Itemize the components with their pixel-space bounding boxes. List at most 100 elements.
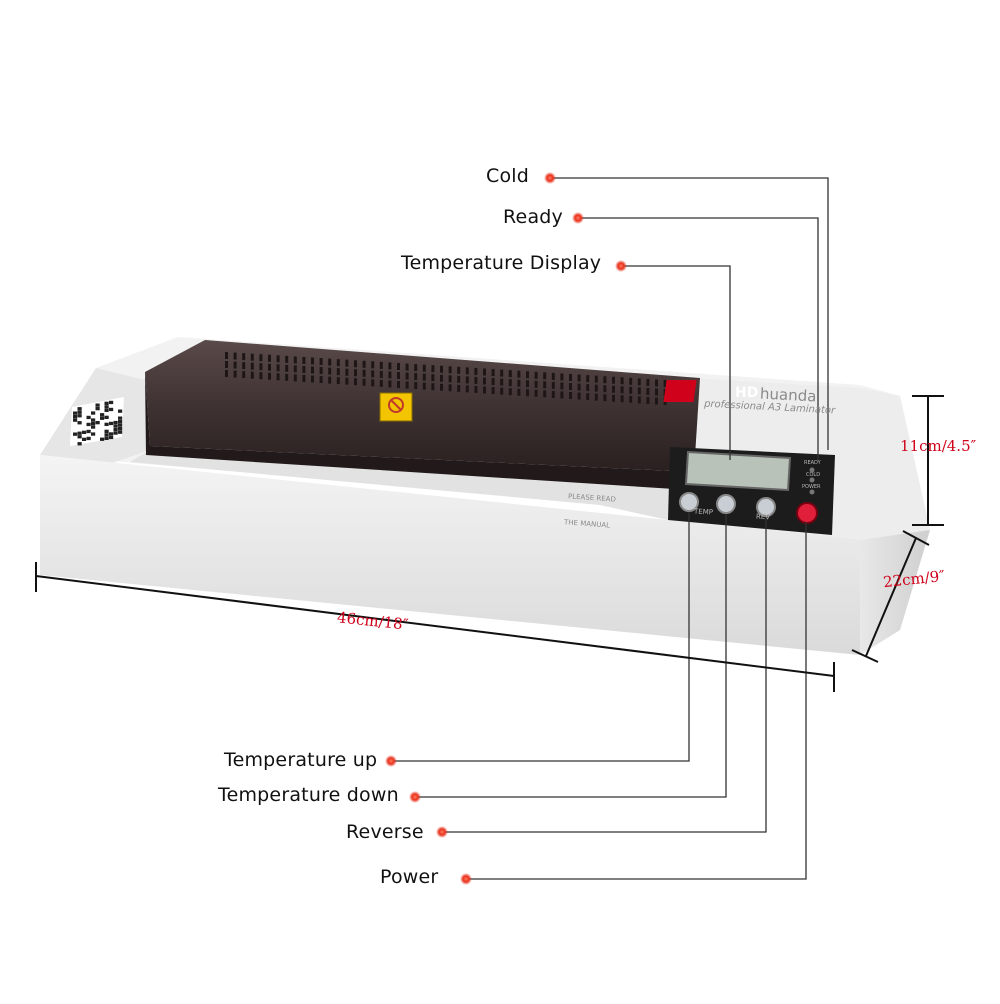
vent-hole — [328, 358, 332, 366]
vent-hole — [362, 360, 366, 368]
qr-module — [91, 425, 96, 429]
qr-module — [86, 429, 91, 434]
vent-hole — [457, 375, 461, 383]
qr-module — [95, 403, 100, 407]
vent-hole — [268, 372, 271, 380]
power-button[interactable] — [796, 502, 818, 524]
vent-hole — [422, 373, 426, 381]
vent-hole — [569, 392, 572, 399]
vent-hole — [242, 362, 246, 370]
warning-sticker — [379, 392, 413, 422]
vent-hole — [534, 380, 538, 388]
vent-hole — [543, 390, 547, 398]
vent-hole — [465, 385, 469, 393]
qr-module — [113, 431, 118, 435]
vent-hole — [440, 374, 443, 382]
temp-up-button[interactable] — [679, 492, 699, 512]
vent-hole — [646, 387, 650, 395]
vent-hole — [483, 377, 486, 385]
vent-hole — [268, 354, 271, 362]
qr-module — [82, 437, 87, 441]
vent-hole — [285, 364, 289, 372]
display-leader — [623, 265, 731, 460]
vent-hole — [612, 376, 615, 384]
vent-hole — [560, 382, 564, 390]
vent-hole — [474, 367, 478, 375]
qr-module — [100, 413, 105, 417]
qr-module — [77, 421, 82, 425]
vent-hole — [268, 363, 271, 371]
vent-hole — [302, 374, 306, 382]
vent-hole — [440, 383, 443, 391]
vent-hole — [328, 367, 332, 375]
vent-hole — [508, 388, 512, 396]
callout-reverse: Reverse — [346, 821, 424, 843]
vent-hole — [655, 388, 658, 396]
dimension-lines — [35, 395, 944, 692]
vent-hole — [526, 389, 529, 397]
vent-hole — [560, 391, 564, 399]
leader-lines — [390, 177, 829, 880]
temp-down-button[interactable] — [716, 494, 736, 514]
vent-hole — [405, 372, 409, 380]
vent-hole — [543, 372, 547, 380]
qr-module — [91, 411, 96, 415]
vent-hole — [379, 370, 383, 378]
vent-hole — [431, 365, 435, 373]
vent-hole — [508, 379, 512, 387]
reverse-leader — [442, 517, 767, 833]
ready-led — [809, 467, 815, 473]
vent-hole — [259, 372, 263, 380]
vent-hole — [293, 374, 297, 382]
qr-module — [118, 423, 123, 427]
vent-hole — [371, 379, 375, 387]
vent-hole — [465, 367, 469, 375]
qr-module — [113, 427, 118, 432]
vent-hole — [526, 380, 529, 388]
vent-hole — [612, 394, 615, 402]
vent-hole — [336, 377, 340, 385]
vent-hole — [646, 378, 650, 386]
qr-module — [73, 432, 78, 436]
reverse-button[interactable] — [756, 497, 776, 517]
vent-hole — [414, 364, 418, 372]
vent-hole — [603, 394, 607, 402]
vent-hole — [285, 373, 289, 381]
vent-hole — [431, 383, 435, 391]
qr-module — [77, 407, 82, 411]
vent-hole — [637, 387, 641, 395]
qr-module — [91, 418, 96, 422]
vent-hole — [594, 393, 598, 401]
vent-hole — [336, 359, 340, 367]
svg-text:HD: HD — [735, 385, 758, 401]
vent-hole — [422, 382, 426, 390]
vent-hole — [491, 378, 495, 386]
vent-hole — [285, 355, 289, 363]
vent-hole — [293, 356, 297, 364]
vent-hole — [328, 376, 332, 384]
vent-hole — [225, 361, 228, 368]
qr-module — [104, 429, 109, 433]
vent-hole — [508, 370, 512, 378]
vent-hole — [517, 379, 521, 387]
vent-hole — [379, 361, 383, 369]
vent-hole — [629, 386, 633, 394]
vent-hole — [646, 396, 650, 404]
vent-hole — [577, 392, 581, 400]
qr-module — [104, 422, 109, 426]
vent-hole — [517, 388, 521, 396]
vent-hole — [242, 371, 246, 379]
qr-module — [104, 405, 109, 409]
callout-temperature-up: Temperature up — [224, 749, 378, 771]
vent-hole — [371, 370, 375, 378]
vent-holes — [225, 352, 667, 406]
vent-hole — [354, 378, 357, 386]
brand-logo: HD — [663, 380, 758, 402]
qr-module — [77, 410, 82, 414]
indicator-cold-label: COLD — [806, 472, 821, 478]
vent-hole — [491, 369, 495, 377]
vent-hole — [311, 357, 314, 365]
vent-hole — [551, 372, 555, 380]
vent-hole — [259, 354, 263, 362]
qr-module — [118, 430, 123, 434]
